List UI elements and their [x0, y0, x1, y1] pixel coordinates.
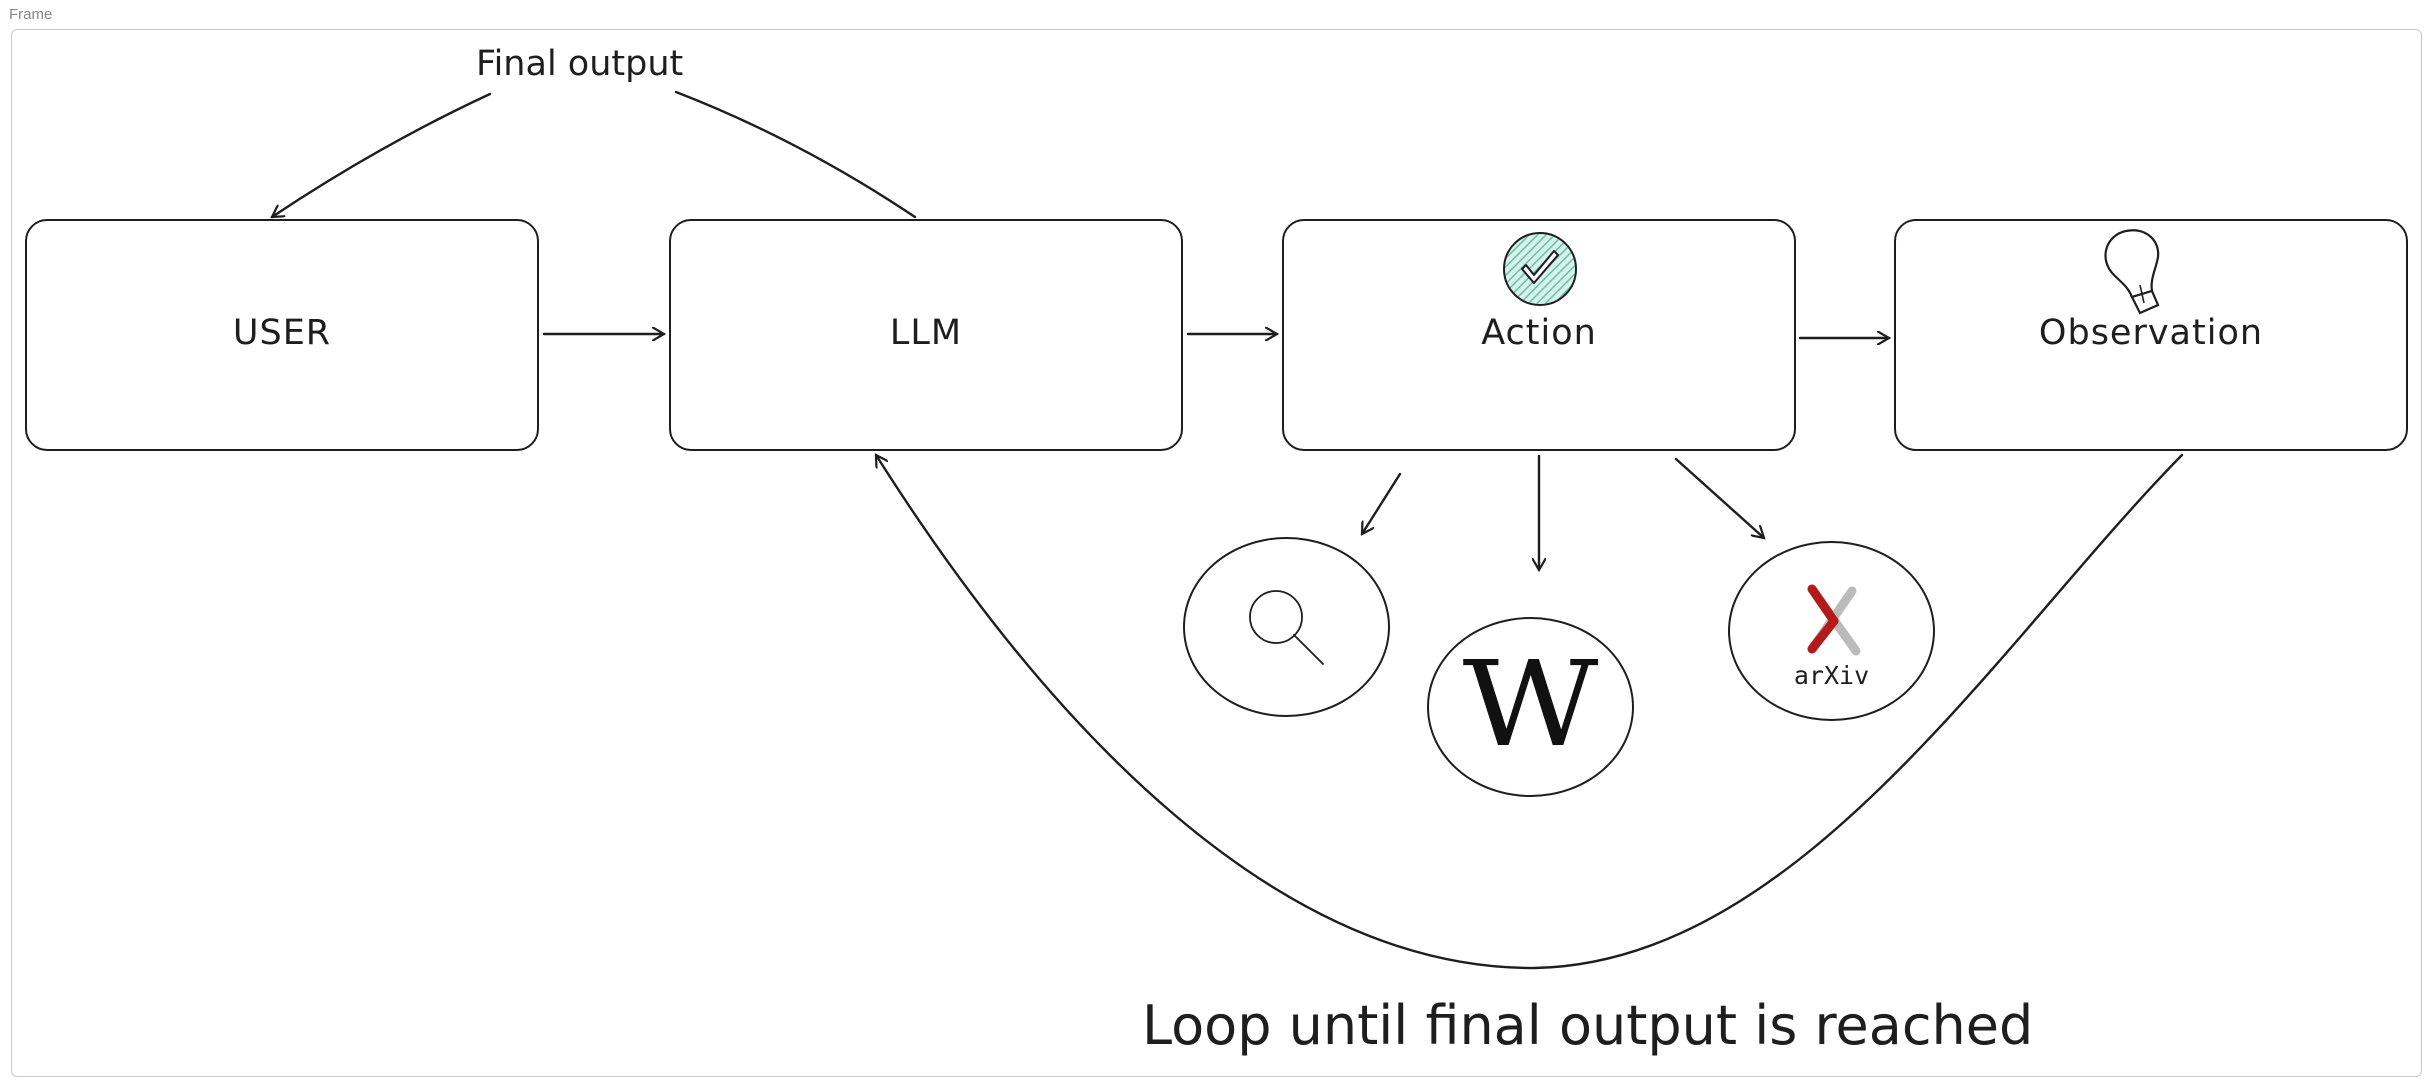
arrow-action-search [1360, 472, 1402, 534]
arxiv-icon [1807, 584, 1861, 656]
node-observation-label: Observation [2038, 313, 2264, 353]
final-output-label: Final output [476, 44, 684, 84]
node-user[interactable]: USER [25, 219, 539, 451]
node-action[interactable]: Action [1282, 219, 1796, 451]
node-llm-label: LLM [889, 313, 963, 353]
node-action-label: Action [1481, 313, 1597, 353]
arrow-final-output-to-user [272, 92, 492, 217]
tool-wikipedia[interactable]: W [1427, 617, 1634, 797]
tool-arxiv[interactable]: arXiv [1728, 541, 1935, 721]
search-icon [1249, 590, 1324, 665]
loop-label: Loop until final output is reached [1142, 994, 2034, 1057]
frame [11, 29, 2422, 1077]
line-llm-to-final-output [674, 90, 917, 219]
arrow-action-arxiv [1674, 457, 1764, 538]
node-user-label: USER [232, 313, 332, 353]
wikipedia-icon: W [1462, 635, 1599, 773]
lightbulb-icon [2104, 229, 2160, 315]
node-observation[interactable]: Observation [1894, 219, 2408, 451]
arxiv-label: arXiv [1793, 661, 1870, 690]
frame-label: Frame [9, 6, 53, 23]
node-llm[interactable]: LLM [669, 219, 1183, 451]
loop-curve [874, 455, 2184, 970]
check-icon [1503, 232, 1577, 306]
tool-search[interactable] [1183, 537, 1390, 717]
